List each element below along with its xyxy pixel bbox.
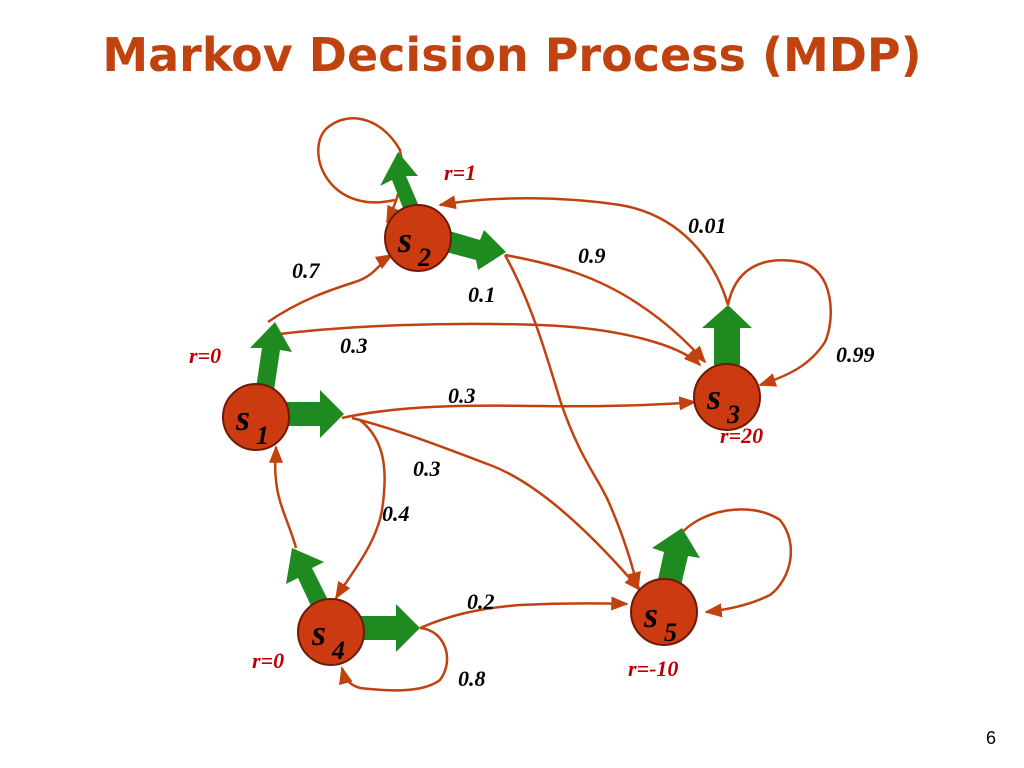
- prob-label-s1-s4: 0.4: [382, 501, 410, 526]
- arc-s2-to-s3: [504, 253, 707, 364]
- action-arrow-s3-up: [702, 305, 752, 365]
- reward-label-s2: r=1: [444, 160, 476, 185]
- state-node-s3: s 3: [693, 363, 761, 431]
- arc-s4-to-s1: [268, 445, 298, 549]
- reward-label-s3: r=20: [720, 423, 763, 448]
- transition-arcs: [267, 117, 832, 692]
- arc-s4-self-loop: [339, 626, 449, 692]
- arc-s1-to-s4: [334, 419, 386, 600]
- state-index-s3: 3: [726, 400, 740, 429]
- prob-label-s1-s3-lower: 0.3: [448, 383, 476, 408]
- prob-label-s2-s3: 0.9: [578, 243, 606, 268]
- arc-s1-to-s5: [351, 416, 642, 592]
- state-node-s5: s 5: [630, 578, 698, 647]
- state-label-s5: s: [643, 595, 658, 635]
- state-label-s1: s: [235, 398, 250, 438]
- action-arrow-s4-right: [360, 604, 420, 652]
- reward-label-s5: r=-10: [628, 656, 678, 681]
- state-label-s4: s: [311, 613, 326, 653]
- prob-label-s2-s5: 0.1: [468, 282, 496, 307]
- action-arrow-s1-up: [250, 322, 292, 390]
- prob-label-s3-self: 0.99: [836, 342, 875, 367]
- state-index-s1: 1: [256, 421, 269, 450]
- reward-label-s4: r=0: [252, 648, 284, 673]
- state-index-s4: 4: [331, 636, 345, 665]
- state-node-s2: s 2: [384, 204, 452, 272]
- arc-s4-to-s5: [419, 596, 629, 630]
- action-arrow-s4-up: [286, 548, 328, 608]
- prob-label-s1-s2: 0.7: [292, 258, 321, 283]
- arc-s5-self-loop: [679, 508, 793, 618]
- page-number: 6: [985, 728, 996, 748]
- action-arrow-s2-right: [446, 230, 506, 270]
- state-index-s2: 2: [417, 243, 431, 272]
- state-label-s2: s: [397, 220, 412, 260]
- arc-s1-to-s3-lower: [341, 396, 697, 420]
- arc-s1-to-s2: [267, 253, 394, 324]
- arc-s3-to-s2: [438, 195, 730, 306]
- state-node-s4: s 4: [297, 598, 365, 666]
- prob-label-s4-self: 0.8: [458, 666, 486, 691]
- state-node-s1: s 1: [222, 383, 290, 451]
- probability-labels: 0.7 0.3 0.3 0.3 0.4 0.9 0.1 0.01 0.99 0.…: [292, 213, 875, 691]
- state-label-s3: s: [706, 377, 721, 417]
- prob-label-s1-s3-upper: 0.3: [340, 333, 368, 358]
- reward-labels: r=0 r=1 r=20 r=0 r=-10: [189, 160, 763, 681]
- arc-s1-to-s3-upper: [271, 322, 702, 367]
- state-index-s5: 5: [664, 618, 677, 647]
- slide-title: Markov Decision Process (MDP): [102, 28, 922, 82]
- action-arrow-s2-up: [380, 152, 418, 208]
- reward-label-s1: r=0: [189, 343, 221, 368]
- arc-s3-self-loop: [726, 259, 832, 387]
- action-arrow-s5-up: [652, 528, 700, 590]
- prob-label-s4-s5: 0.2: [467, 589, 495, 614]
- arc-s2-to-s5: [503, 254, 641, 590]
- action-arrows: [250, 152, 752, 652]
- action-arrow-s1-right: [284, 390, 344, 438]
- prob-label-s3-s2: 0.01: [688, 213, 727, 238]
- prob-label-s1-s5: 0.3: [413, 456, 441, 481]
